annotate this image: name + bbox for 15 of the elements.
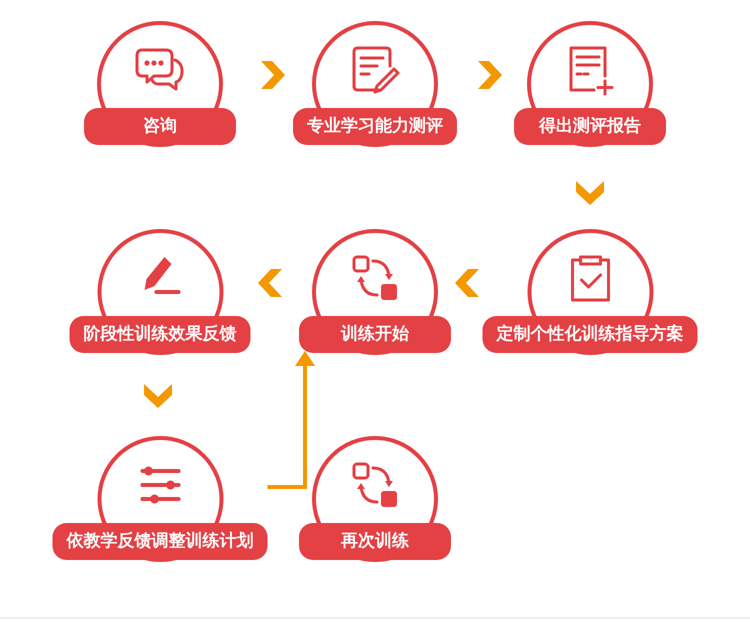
chevron-arrow (455, 269, 479, 297)
step-label: 专业学习能力测评 (293, 108, 457, 145)
chevron-arrow (144, 384, 172, 408)
arrow (268, 351, 315, 489)
step-label: 定制个性化训练指导方案 (482, 316, 698, 353)
chevron-arrow (478, 61, 502, 89)
step-label: 再次训练 (299, 523, 451, 560)
chevron-arrow (261, 61, 285, 89)
step-label: 训练开始 (299, 316, 451, 353)
chevron-arrow (576, 181, 604, 205)
step-label: 依教学反馈调整训练计划 (52, 523, 268, 560)
step-label: 得出测评报告 (514, 108, 666, 145)
step-label: 阶段性训练效果反馈 (70, 316, 250, 353)
step-label: 咨询 (84, 108, 236, 145)
chevron-arrow (258, 269, 282, 297)
